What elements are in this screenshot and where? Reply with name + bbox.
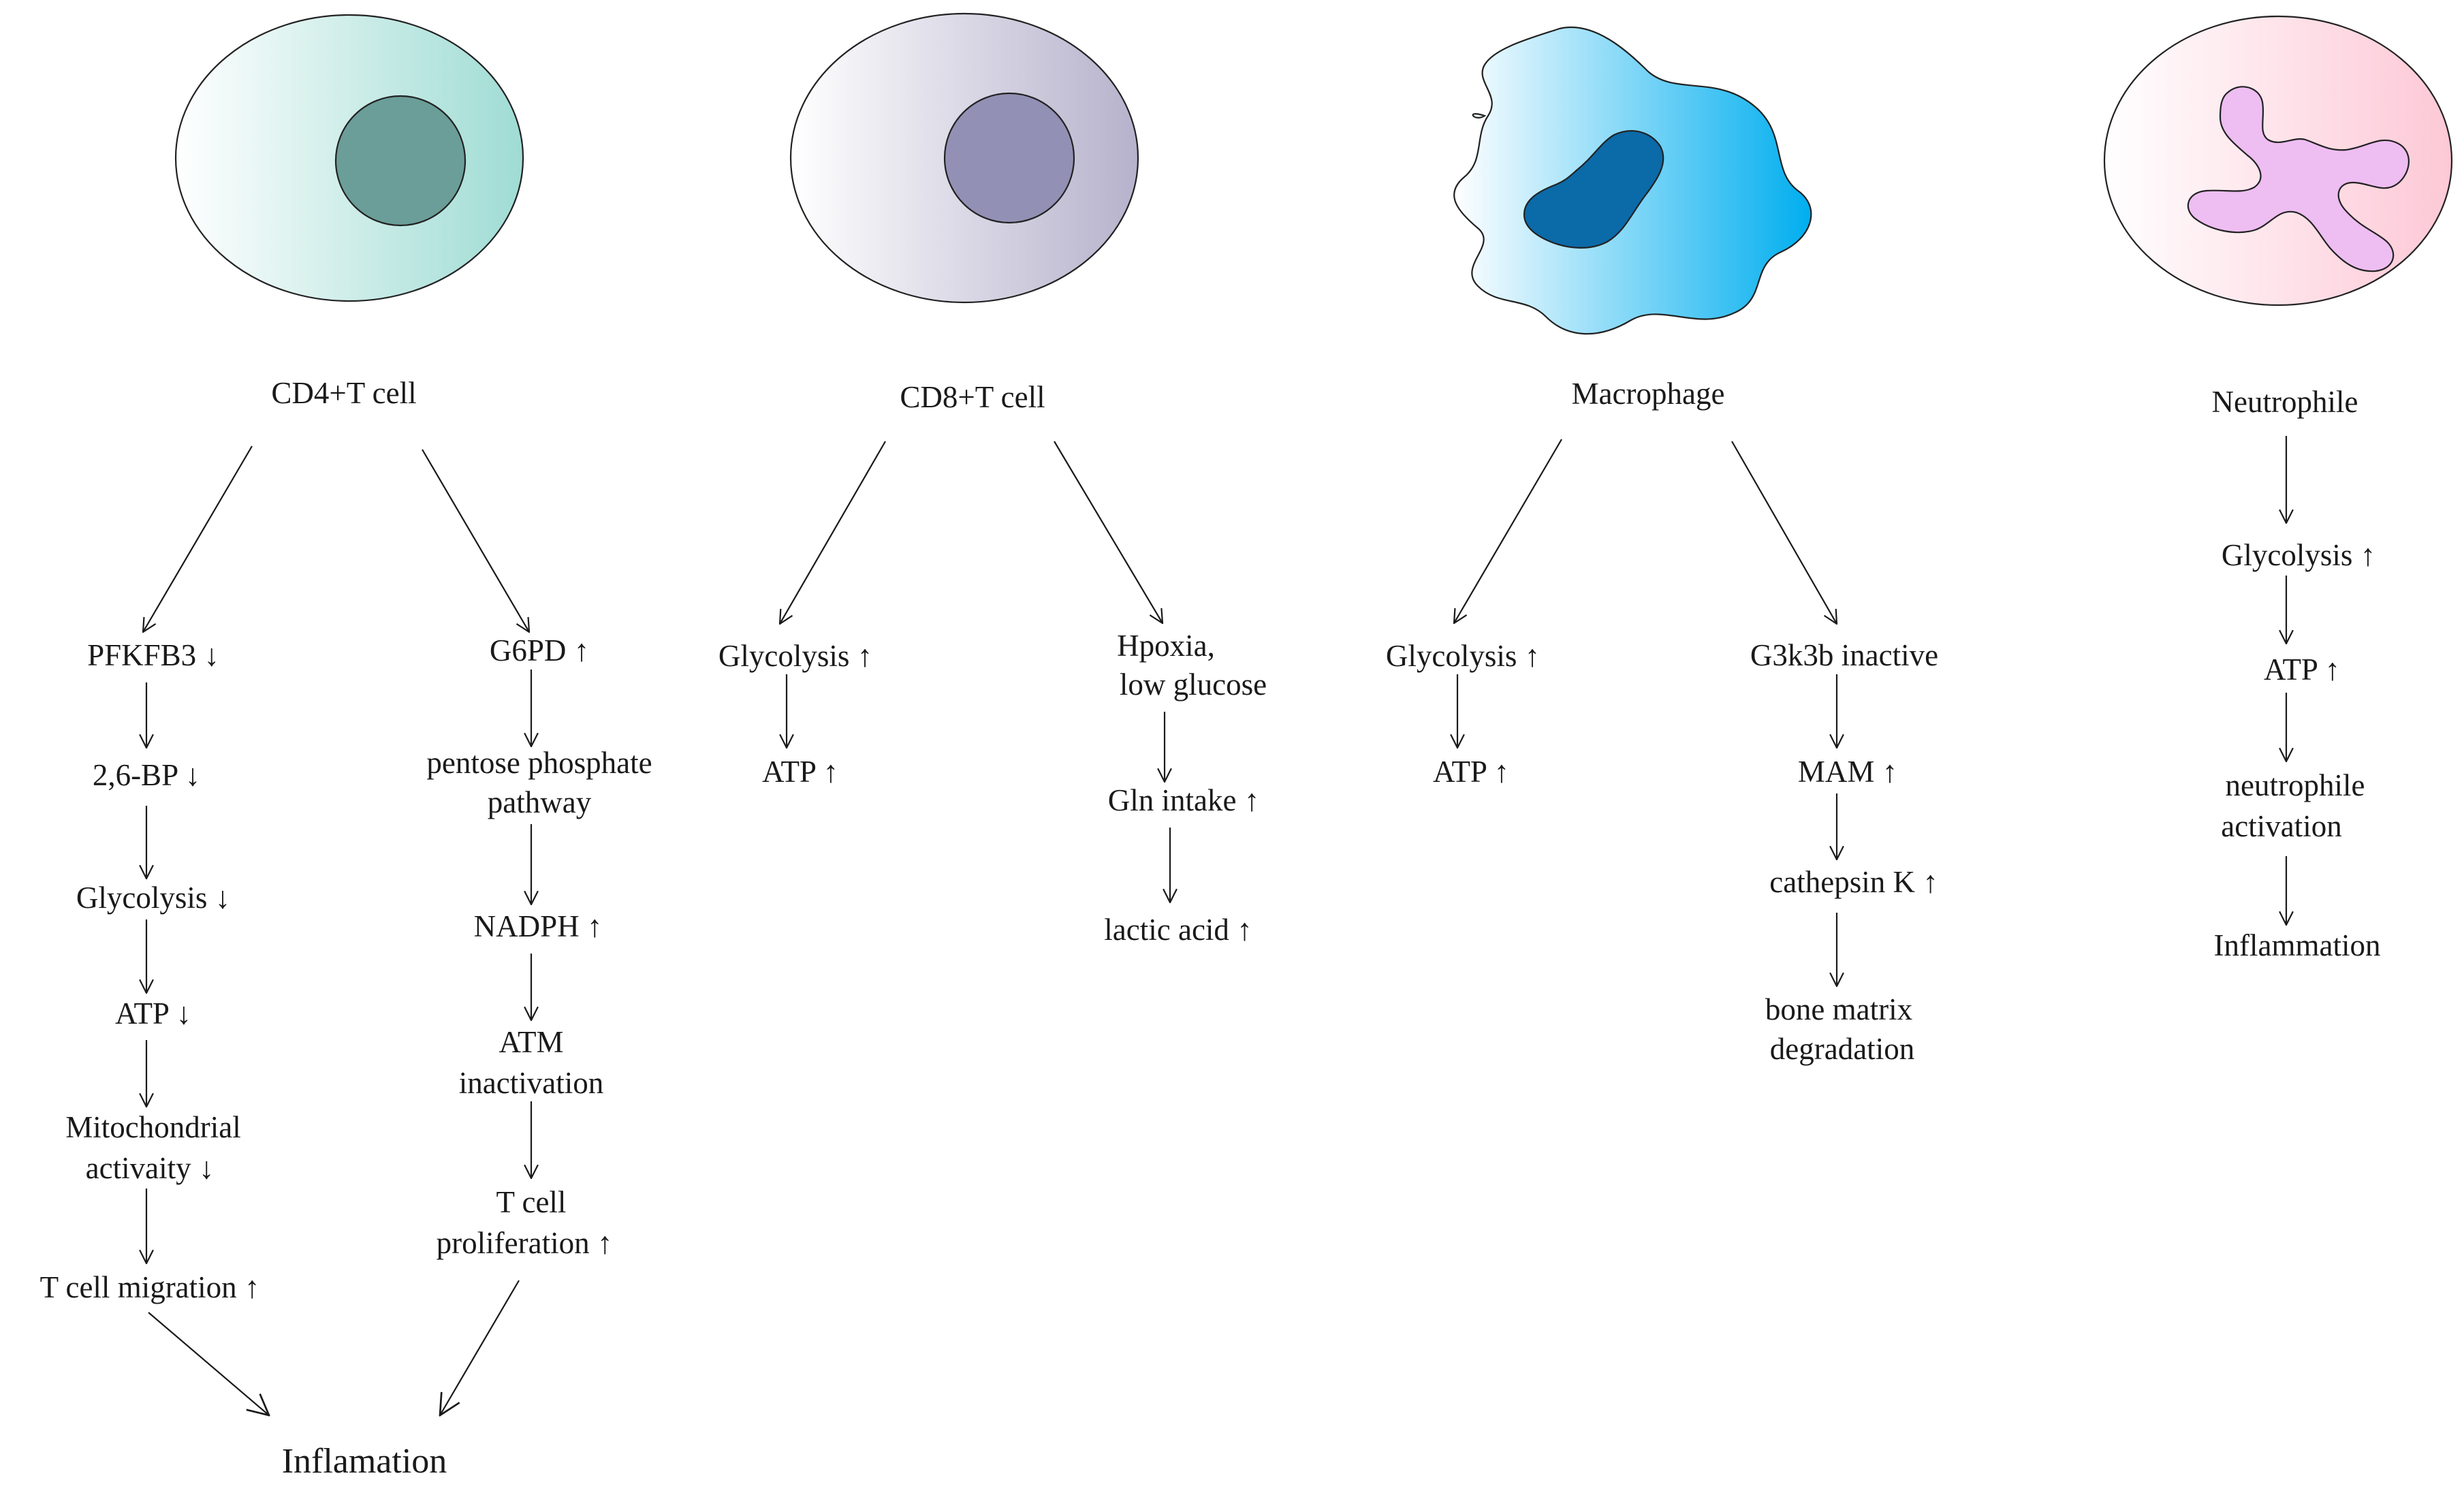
cd4-right-step-2b: pathway xyxy=(488,785,592,819)
neutrophile-step-4: Inflammation xyxy=(2214,928,2381,962)
cd4-cell-label: CD4+T cell xyxy=(271,376,416,410)
cd4-arrows xyxy=(143,445,531,1415)
neutrophile-nucleus xyxy=(2187,86,2410,272)
cd8-right-step-1a: Hpoxia, xyxy=(1117,629,1215,663)
macrophage-right-step-2: MAM ↑ xyxy=(1798,755,1897,789)
macrophage-nucleus xyxy=(1523,130,1664,249)
macrophage-cell-illustration xyxy=(1453,27,1812,335)
neutrophile-cell-label: Neutrophile xyxy=(2212,385,2358,419)
cd4-nucleus xyxy=(334,95,467,227)
macrophage-left-step-2: ATP ↑ xyxy=(1433,755,1509,789)
cd8-nucleus xyxy=(943,92,1075,224)
cd4-right-step-3: NADPH ↑ xyxy=(474,909,603,943)
neutrophile-step-3b: activation xyxy=(2221,809,2341,843)
neutrophile-step-2: ATP ↑ xyxy=(2264,652,2340,687)
cd8-cell-illustration xyxy=(789,12,1139,304)
cd4-left-step-3: Glycolysis ↓ xyxy=(76,881,230,915)
macrophage-right-step-3: cathepsin K ↑ xyxy=(1769,865,1938,899)
cd4-right-step-1: G6PD ↑ xyxy=(490,633,589,667)
cd8-left-step-2: ATP ↑ xyxy=(762,755,838,789)
neutrophile-cell-illustration xyxy=(2103,15,2453,306)
cd4-left-step-2: 2,6-BP ↓ xyxy=(93,758,200,792)
cd4-left-step-4: ATP ↓ xyxy=(115,996,191,1030)
macrophage-right-step-4a: bone matrix xyxy=(1765,992,1912,1026)
neutrophile-step-3a: neutrophile xyxy=(2226,768,2365,802)
cd4-left-step-6: T cell migration ↑ xyxy=(40,1270,260,1304)
cd4-right-step-2a: pentose phosphate xyxy=(426,746,652,780)
cd8-left-step-1: Glycolysis ↑ xyxy=(718,639,872,673)
cd4-cell-illustration xyxy=(174,14,524,302)
cd4-right-step-5b: proliferation ↑ xyxy=(437,1226,613,1260)
neutrophile-step-1: Glycolysis ↑ xyxy=(2222,538,2375,572)
cd4-left-step-5a: Mitochondrial xyxy=(65,1110,240,1144)
cd4-right-step-4a: ATM xyxy=(499,1025,563,1059)
cd8-right-step-1b: low glucose xyxy=(1120,667,1267,702)
cd4-left-step-5b: activaity ↓ xyxy=(86,1151,215,1185)
cd4-outcome: Inflamation xyxy=(282,1442,447,1481)
macrophage-cell-label: Macrophage xyxy=(1572,377,1725,411)
macrophage-arrows xyxy=(1454,439,1837,986)
macrophage-right-step-4b: degradation xyxy=(1770,1032,1914,1066)
cd4-right-step-5a: T cell xyxy=(496,1185,567,1219)
cd4-right-step-4b: inactivation xyxy=(459,1066,603,1100)
cd4-left-step-1: PFKFB3 ↓ xyxy=(87,638,219,672)
macrophage-left-step-1: Glycolysis ↑ xyxy=(1386,639,1540,673)
cd8-right-step-3: lactic acid ↑ xyxy=(1104,913,1252,947)
macrophage-right-step-1: G3k3b inactive xyxy=(1750,638,1938,672)
cd8-right-step-2: Gln intake ↑ xyxy=(1108,783,1259,817)
cd8-arrows xyxy=(780,441,1170,902)
cd8-cell-label: CD8+T cell xyxy=(900,380,1045,414)
